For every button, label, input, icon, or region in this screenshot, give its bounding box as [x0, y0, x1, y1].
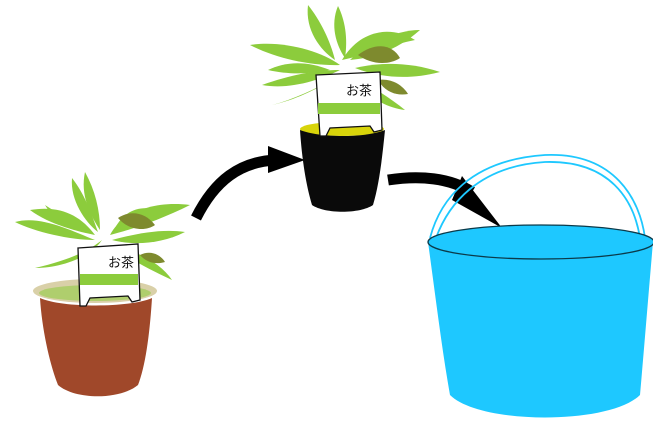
plant-tag-middle: お茶 [316, 72, 382, 136]
plant-brown-pot: お茶 [15, 172, 190, 396]
pot-body-brown [40, 298, 152, 396]
plant-tag-left: お茶 [78, 244, 140, 306]
arrow-to-black-pot [196, 146, 305, 218]
pot-body-black [300, 130, 385, 212]
plant-tag-label: お茶 [108, 255, 134, 271]
bucket-rim [428, 225, 653, 259]
bucket-body [428, 242, 653, 418]
plant-tag-label: お茶 [346, 83, 372, 99]
